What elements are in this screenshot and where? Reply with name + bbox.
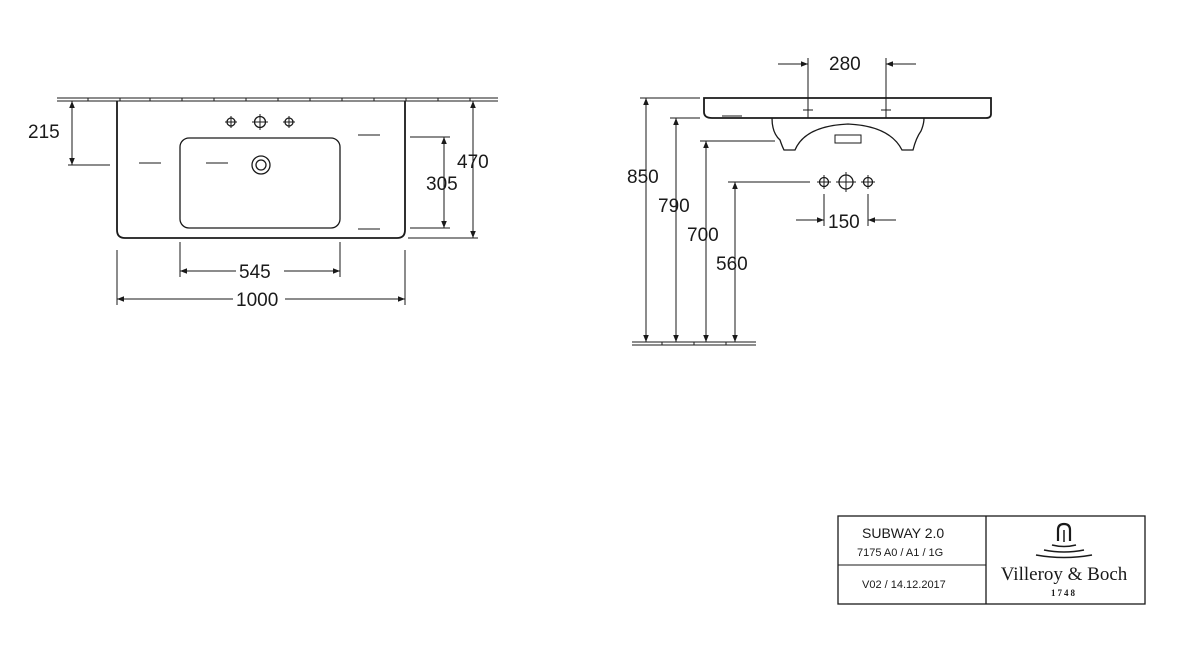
top-view: 215 470 305 545 1000 bbox=[28, 97, 498, 311]
valve-icons bbox=[817, 172, 875, 192]
dim-790-label: 790 bbox=[658, 196, 690, 217]
dim-280-label: 280 bbox=[829, 54, 861, 75]
dim-150: 150 bbox=[796, 194, 896, 233]
basin-underside bbox=[771, 117, 925, 151]
product-name: SUBWAY 2.0 bbox=[862, 525, 944, 541]
brand-year: 1748 bbox=[1051, 588, 1077, 598]
dim-850: 850 bbox=[627, 97, 700, 342]
version-date: V02 / 14.12.2017 bbox=[862, 579, 946, 591]
dim-850-label: 850 bbox=[627, 167, 659, 188]
basin-outline bbox=[116, 101, 406, 239]
dim-560-label: 560 bbox=[716, 254, 748, 275]
tap-hole-icons bbox=[225, 114, 295, 130]
side-view: 280 850 790 700 560 bbox=[627, 54, 992, 346]
dim-280: 280 bbox=[778, 54, 916, 112]
brand-name: Villeroy & Boch bbox=[1001, 564, 1128, 585]
wall-line-top bbox=[57, 97, 498, 102]
title-block: SUBWAY 2.0 7175 A0 / A1 / 1G V02 / 14.12… bbox=[837, 515, 1146, 605]
tap-hole-markers bbox=[803, 109, 891, 118]
dim-790: 790 bbox=[658, 117, 700, 342]
floor-line bbox=[632, 341, 756, 346]
basin-side-profile bbox=[703, 97, 992, 119]
center-marks bbox=[139, 134, 380, 230]
dim-305: 305 bbox=[410, 136, 458, 229]
dim-1000-label: 1000 bbox=[236, 290, 278, 311]
article-numbers: 7175 A0 / A1 / 1G bbox=[857, 547, 943, 559]
dim-700-label: 700 bbox=[687, 225, 719, 246]
dim-215-label: 215 bbox=[28, 122, 60, 143]
inner-bowl bbox=[179, 137, 341, 229]
dim-545-label: 545 bbox=[239, 262, 271, 283]
dim-150-label: 150 bbox=[828, 212, 860, 233]
dim-560: 560 bbox=[716, 181, 810, 342]
dim-470-label: 470 bbox=[457, 152, 489, 173]
drain-icon bbox=[251, 155, 271, 175]
overflow-slot bbox=[834, 134, 862, 144]
dim-305-label: 305 bbox=[426, 174, 458, 195]
dim-215: 215 bbox=[28, 101, 110, 166]
brand-logo-icon bbox=[1035, 522, 1093, 559]
dim-700: 700 bbox=[687, 140, 775, 342]
dim-470: 470 bbox=[408, 101, 489, 239]
dim-1000: 1000 bbox=[116, 250, 406, 311]
dim-545: 545 bbox=[179, 242, 341, 283]
